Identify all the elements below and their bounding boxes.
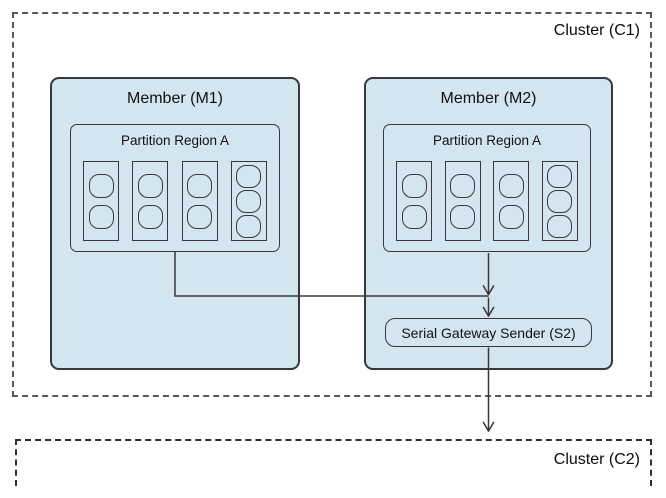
bucket: [444, 161, 481, 241]
entry-oval: [137, 173, 163, 198]
entry-oval: [498, 204, 524, 229]
entry-oval: [401, 204, 427, 229]
entry-oval: [547, 164, 573, 188]
cluster-c1-label: Cluster (C1): [553, 22, 640, 39]
member-m2-label: Member (M2): [440, 90, 537, 107]
serial-gateway-sender-box: Serial Gateway Sender (S2): [385, 318, 592, 347]
bucket: [396, 161, 432, 241]
entry-oval: [401, 173, 427, 198]
entry-oval: [450, 173, 476, 198]
entry-oval: [187, 204, 213, 229]
cluster-c1-boundary: Cluster (C1): [12, 12, 652, 397]
bucket: [83, 161, 119, 241]
entry-oval: [547, 189, 573, 213]
cluster-c2-label: Cluster (C2): [553, 451, 640, 468]
bucket: [132, 161, 169, 241]
member-m1-label: Member (M1): [126, 90, 223, 107]
bucket-row-m2: [396, 161, 578, 241]
partition-region-a-m2: Partition Region A: [383, 124, 591, 252]
bucket: [493, 161, 530, 241]
member-m1-box: Member (M1) Partition Region A: [50, 77, 300, 370]
partition-region-a-m1: Partition Region A: [70, 124, 280, 252]
bucket: [230, 161, 267, 241]
serial-gateway-sender-label: Serial Gateway Sender (S2): [401, 324, 576, 341]
partition-region-a-m1-label: Partition Region A: [120, 133, 230, 148]
entry-oval: [187, 173, 213, 198]
entry-oval: [547, 214, 573, 238]
bucket-row-m1: [83, 161, 267, 241]
partition-region-a-m2-label: Partition Region A: [432, 133, 542, 148]
cluster-c2-boundary: Cluster (C2): [15, 439, 652, 486]
entry-oval: [236, 214, 262, 238]
entry-oval: [88, 173, 114, 198]
entry-oval: [450, 204, 476, 229]
entry-oval: [498, 173, 524, 198]
entry-oval: [88, 204, 114, 229]
bucket: [541, 161, 578, 241]
member-m2-box: Member (M2) Partition Region A Serial Ga…: [364, 77, 613, 370]
entry-oval: [137, 204, 163, 229]
entry-oval: [236, 164, 262, 188]
bucket: [181, 161, 218, 241]
entry-oval: [236, 189, 262, 213]
